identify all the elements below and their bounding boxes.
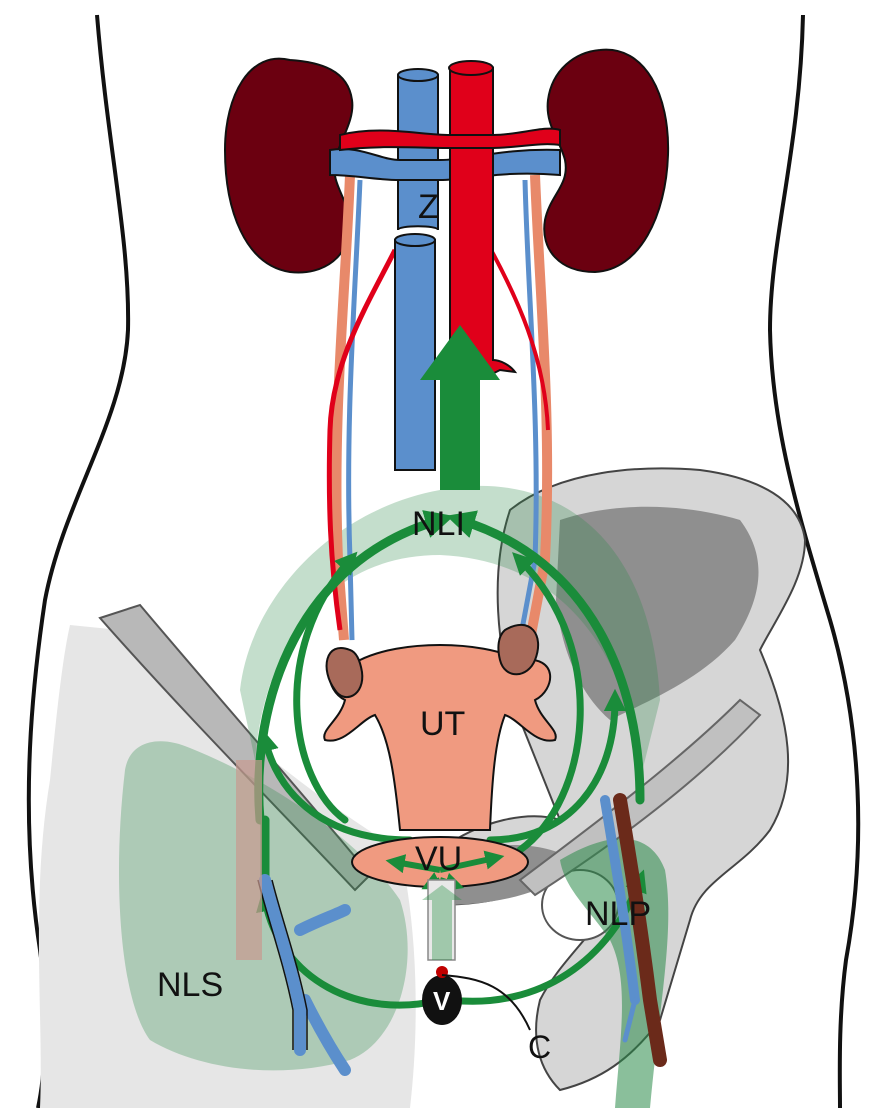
label-nlp: NLP (585, 895, 651, 933)
label-z: Z (418, 188, 439, 226)
vena-cava-lower (395, 240, 435, 470)
right-kidney (544, 50, 668, 272)
label-nls: NLS (157, 966, 223, 1004)
label-v: V (433, 986, 451, 1016)
label-c: C (528, 1029, 551, 1065)
left-iliac-artery (236, 760, 262, 960)
label-vu: VU (415, 840, 462, 878)
label-ut: UT (420, 705, 465, 743)
label-nli: NLI (412, 505, 465, 543)
renal-veins (330, 149, 560, 180)
